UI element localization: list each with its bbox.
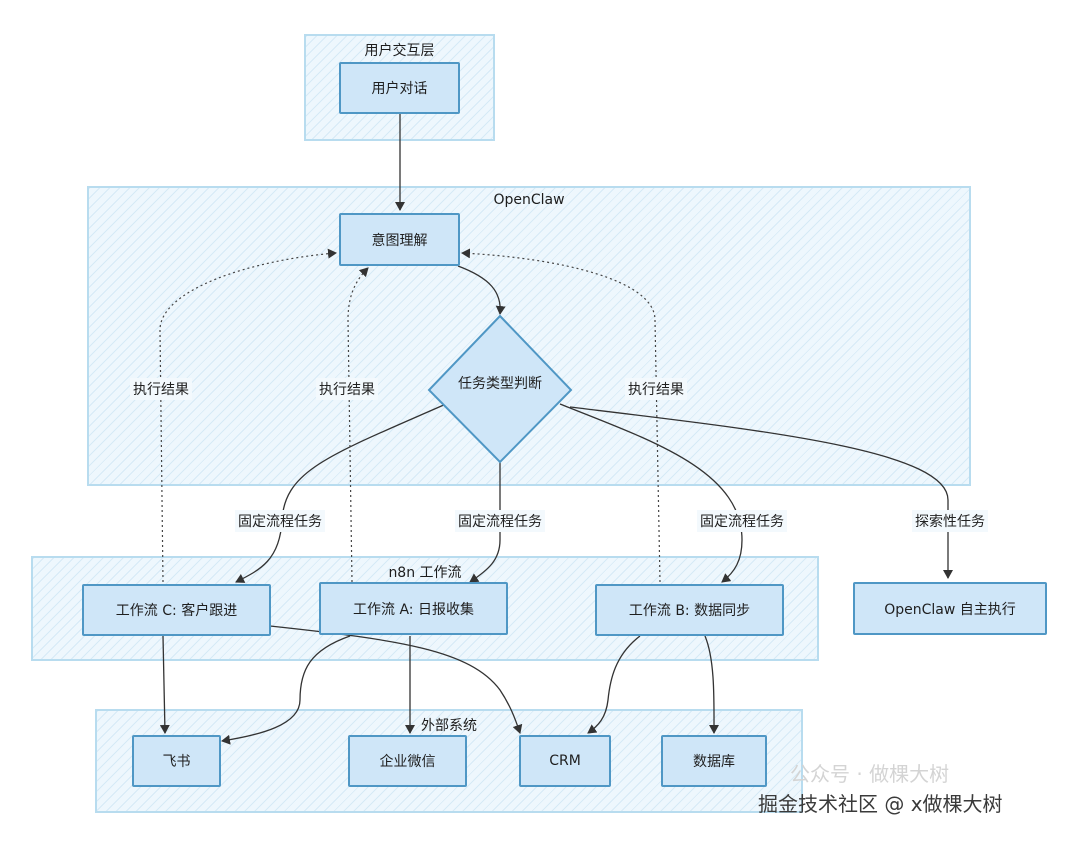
node-crm: CRM: [519, 735, 611, 787]
node-wecom: 企业微信: [348, 735, 467, 787]
edge-decision-to-autonomous: [569, 406, 953, 579]
watermark-faint: 公众号 · 做棵大树: [790, 762, 950, 786]
edge-label-explore: 探索性任务: [912, 510, 988, 532]
edge-label-fixed-2: 固定流程任务: [455, 510, 545, 532]
edge-result-wf-b: [461, 248, 661, 583]
edge-intent-to-decision: [457, 265, 506, 315]
edge-wf-c-to-feishu: [159, 635, 170, 734]
node-task-type-label: 任务类型判断: [458, 376, 542, 392]
cluster-openclaw-title: OpenClaw: [493, 192, 565, 208]
node-wf-c: 工作流 C: 客户跟进: [82, 584, 271, 636]
edge-result-wf-a: [347, 267, 369, 583]
edge-label-fixed-1: 固定流程任务: [235, 510, 325, 532]
edge-wf-b-to-crm: [587, 635, 641, 734]
cluster-n8n-title: n8n 工作流: [388, 565, 462, 581]
node-wf-b: 工作流 B: 数据同步: [595, 584, 784, 636]
edge-label-result-3: 执行结果: [625, 378, 687, 400]
node-wf-a: 工作流 A: 日报收集: [319, 582, 508, 635]
decision-diamond: [427, 314, 573, 464]
edge-decision-to-wf-a: [469, 462, 501, 583]
edge-label-fixed-3: 固定流程任务: [697, 510, 787, 532]
cluster-external-title: 外部系统: [421, 718, 477, 734]
node-database: 数据库: [661, 735, 767, 787]
edge-wf-b-to-database: [704, 635, 720, 734]
edge-wf-a-to-feishu: [221, 635, 351, 745]
node-intent: 意图理解: [339, 213, 460, 266]
watermark-main: 掘金技术社区 @ x做棵大树: [758, 792, 1003, 816]
node-feishu: 飞书: [132, 735, 221, 787]
edge-result-wf-c: [159, 248, 337, 583]
edge-label-result-2: 执行结果: [316, 378, 378, 400]
cluster-openclaw: OpenClaw: [87, 186, 971, 486]
node-user-dialog: 用户对话: [339, 62, 460, 114]
edge-label-result-1: 执行结果: [130, 378, 192, 400]
cluster-user-layer-title: 用户交互层: [364, 43, 435, 59]
edge-decision-to-wf-b: [559, 403, 743, 583]
edge-wf-c-to-crm: [269, 625, 523, 734]
edge-decision-to-wf-c: [235, 403, 447, 583]
node-autonomous: OpenClaw 自主执行: [853, 582, 1047, 635]
